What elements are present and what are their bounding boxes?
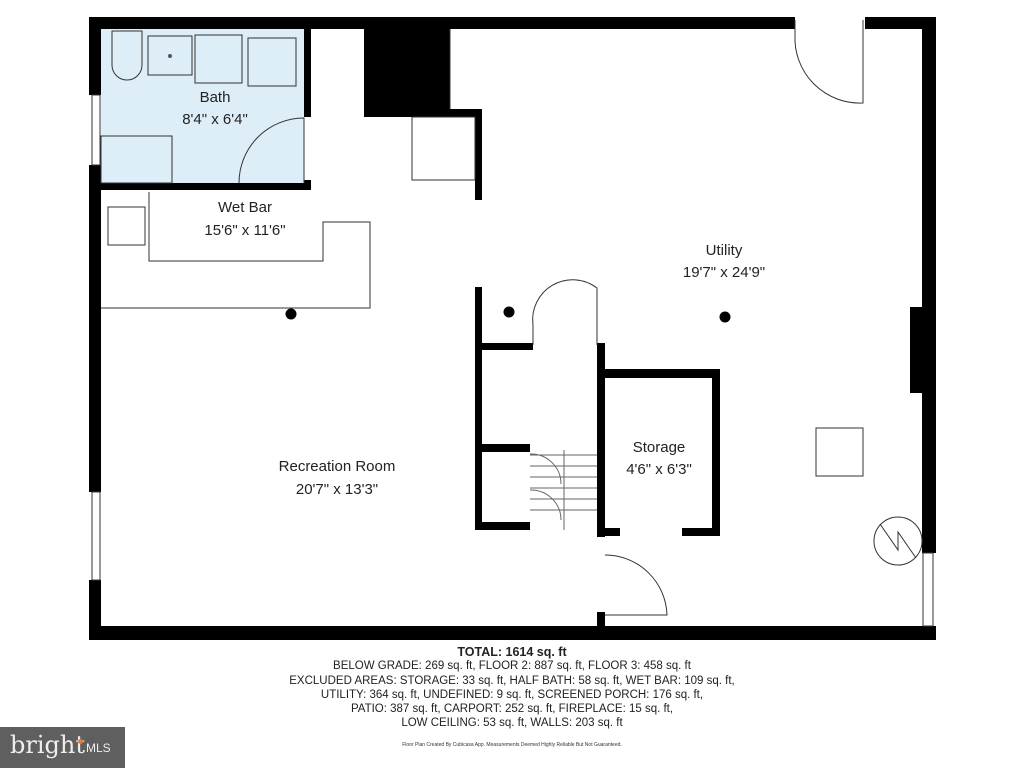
bath-floor [101, 29, 304, 183]
total-area: TOTAL: 1614 sq. ft [457, 645, 567, 659]
summary-line: PATIO: 387 sq. ft, CARPORT: 252 sq. ft, … [350, 703, 674, 716]
summary-line: UTILITY: 364 sq. ft, UNDEFINED: 9 sq. ft… [320, 688, 704, 701]
logo-brand: bright [10, 731, 85, 759]
walls [89, 17, 936, 640]
credit-note: Floor Plan Created By Cubicasa App. Meas… [402, 742, 622, 748]
bright-mls-logo: bright MLS [0, 727, 125, 768]
area-summary: TOTAL: 1614 sq. ft BELOW GRADE: 269 sq. … [0, 645, 1024, 731]
logo-accent-dot [78, 739, 83, 744]
logo-suffix: MLS [86, 741, 111, 755]
summary-line: EXCLUDED AREAS: STORAGE: 33 sq. ft, HALF… [289, 674, 735, 687]
room-utility-size: 19'7" x 24'9" [682, 264, 766, 281]
room-recreation-size: 20'7" x 13'3" [295, 481, 379, 498]
summary-line: LOW CEILING: 53 sq. ft, WALLS: 203 sq. f… [401, 717, 623, 730]
room-storage-name: Storage [632, 439, 686, 456]
room-wet-bar-name: Wet Bar [218, 199, 272, 216]
room-bath-size: 8'4" x 6'4" [182, 111, 248, 128]
room-bath-name: Bath [199, 89, 231, 106]
ceiling-lights [168, 54, 731, 323]
summary-line: BELOW GRADE: 269 sq. ft, FLOOR 2: 887 sq… [333, 660, 691, 673]
fixtures [91, 20, 934, 627]
room-utility-name: Utility [705, 242, 743, 259]
room-wet-bar-size: 15'6" x 11'6" [204, 222, 286, 239]
room-recreation-name: Recreation Room [278, 458, 396, 475]
room-storage-size: 4'6" x 6'3" [626, 461, 692, 478]
